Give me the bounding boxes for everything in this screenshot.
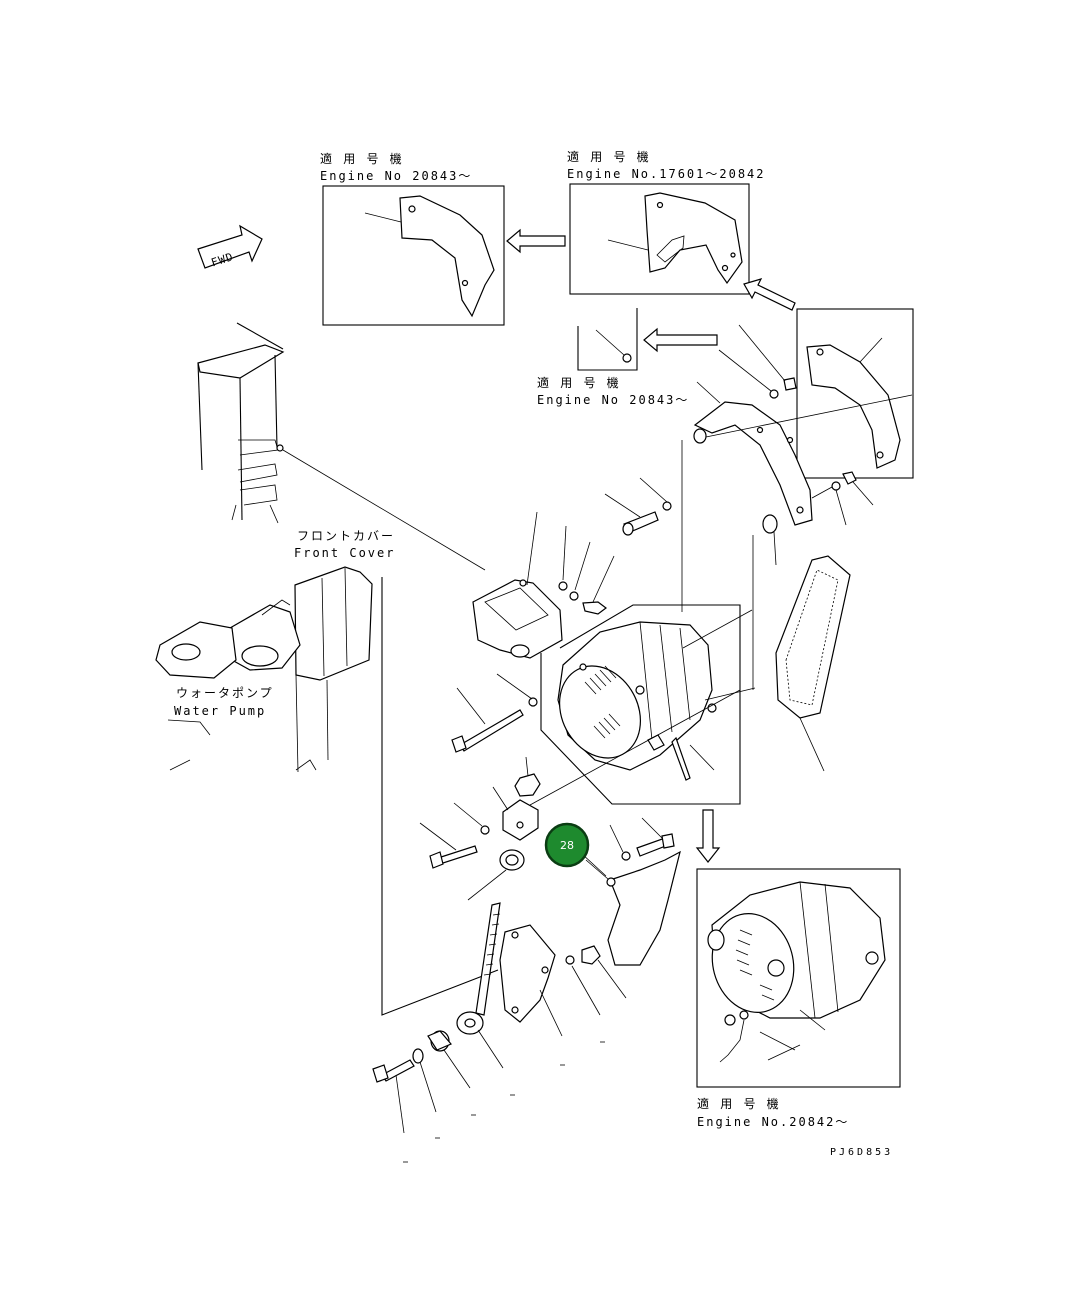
callout-28[interactable]: 28 (544, 822, 607, 877)
fastener-set-lower-right (609, 817, 675, 861)
adjusting-rod (456, 902, 504, 1069)
water-pump-label-jp: ウォータポンプ (176, 686, 274, 700)
water-pump (155, 566, 373, 773)
leader-ticks (403, 1041, 605, 1163)
v-belt (775, 555, 851, 772)
lower-plate-bracket (499, 924, 563, 1037)
water-pump-label-en: Water Pump (174, 704, 266, 718)
applicable-label-3: 適 用 号 機 (537, 375, 621, 390)
engine-range-label-1: Engine No 20843〜 (320, 169, 472, 183)
lower-nut (467, 849, 525, 901)
assembly-outline (381, 577, 499, 1016)
lower-support-bracket (585, 850, 681, 966)
front-cover-label-en: Front Cover (294, 546, 395, 560)
bolt-cover (604, 477, 672, 536)
fastener-set-bottom (372, 1030, 471, 1134)
arrow-down-icon (695, 809, 721, 863)
adjusting-block (492, 689, 741, 841)
alternator-box (540, 604, 741, 805)
fastener-set-right (811, 471, 874, 526)
inset-bracket-17601-20842 (569, 183, 750, 295)
applicable-label-4: 適 用 号 機 (697, 1096, 781, 1111)
spacer (762, 514, 778, 566)
arrow-left-icon (643, 327, 718, 353)
alternator (557, 609, 756, 781)
inset-alternator-20842 (696, 868, 901, 1088)
engine-range-label-4: Engine No.20842〜 (697, 1115, 849, 1129)
fastener-set-upper (558, 525, 615, 615)
callout-number: 28 (560, 839, 574, 852)
arrow-left-icon (506, 228, 566, 254)
inset-washer-20843 (577, 308, 638, 371)
applicable-label-1: 適 用 号 機 (320, 151, 404, 166)
front-cover-label-jp: フロントカバー (297, 529, 395, 543)
belt-cover-plate (681, 324, 913, 612)
front-cover (197, 322, 285, 524)
engine-range-label-2: Engine No.17601〜20842 (567, 167, 766, 181)
long-bolt (451, 535, 754, 753)
engine-range-label-3: Engine No 20843〜 (537, 393, 689, 407)
fwd-arrow-icon: FWD (197, 224, 263, 270)
drawing-code: PJ6D853 (830, 1147, 893, 1158)
inset-bracket-20843 (322, 185, 505, 326)
inset-bracket-right (796, 308, 914, 479)
applicable-label-2: 適 用 号 機 (567, 149, 651, 164)
arrow-up-left-icon (743, 278, 796, 311)
fastener-set-lower-left (419, 802, 490, 869)
upper-bracket (472, 511, 563, 659)
fastener-set-bottom-right (565, 945, 627, 1016)
